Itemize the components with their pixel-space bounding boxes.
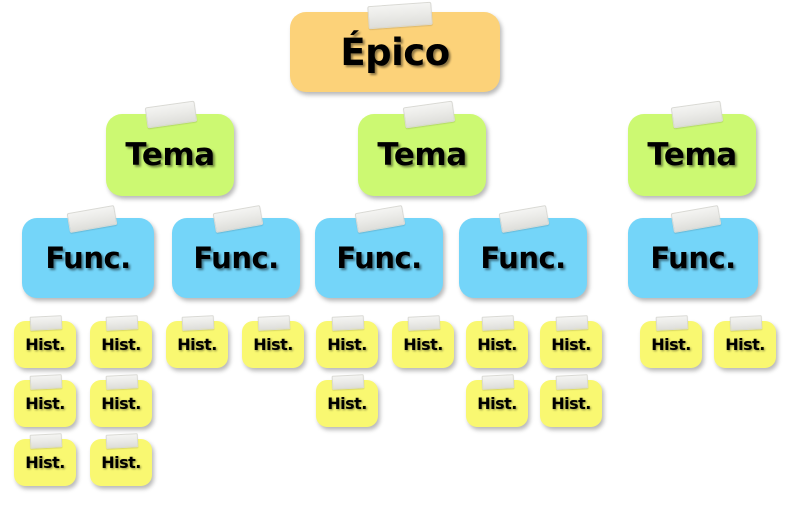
story-card[interactable]: Hist. (90, 321, 152, 368)
story-card[interactable]: Hist. (90, 380, 152, 427)
story-card[interactable]: Hist. (90, 439, 152, 486)
story-card-label: Hist. (101, 452, 141, 472)
story-card[interactable]: Hist. (14, 439, 76, 486)
feature-card-label: Func. (480, 240, 566, 275)
theme-card-label: Tema (377, 136, 467, 173)
epic-card[interactable]: Épico (290, 12, 500, 92)
story-card-label: Hist. (551, 334, 591, 354)
story-card[interactable]: Hist. (316, 380, 378, 427)
feature-card-label: Func. (193, 240, 279, 275)
feature-card-label: Func. (45, 240, 131, 275)
story-card-label: Hist. (25, 452, 65, 472)
story-card-label: Hist. (651, 334, 691, 354)
story-card-label: Hist. (725, 334, 765, 354)
story-card[interactable]: Hist. (640, 321, 702, 368)
story-card-label: Hist. (327, 334, 367, 354)
epic-card-label: Épico (340, 30, 450, 74)
story-card-label: Hist. (253, 334, 293, 354)
feature-card-label: Func. (650, 240, 736, 275)
story-card-label: Hist. (177, 334, 217, 354)
story-card[interactable]: Hist. (166, 321, 228, 368)
story-card[interactable]: Hist. (316, 321, 378, 368)
story-card-label: Hist. (25, 393, 65, 413)
story-card-label: Hist. (25, 334, 65, 354)
theme-card[interactable]: Tema (628, 114, 756, 196)
story-card-label: Hist. (101, 393, 141, 413)
story-card[interactable]: Hist. (540, 321, 602, 368)
theme-card-label: Tema (647, 136, 737, 173)
feature-card[interactable]: Func. (315, 218, 443, 298)
theme-card[interactable]: Tema (358, 114, 486, 196)
story-card[interactable]: Hist. (466, 321, 528, 368)
story-card-label: Hist. (477, 334, 517, 354)
feature-card[interactable]: Func. (172, 218, 300, 298)
story-card[interactable]: Hist. (714, 321, 776, 368)
theme-card-label: Tema (125, 136, 215, 173)
story-card[interactable]: Hist. (242, 321, 304, 368)
feature-card[interactable]: Func. (628, 218, 758, 298)
feature-card[interactable]: Func. (22, 218, 154, 298)
story-card-label: Hist. (477, 393, 517, 413)
story-card[interactable]: Hist. (540, 380, 602, 427)
theme-card[interactable]: Tema (106, 114, 234, 196)
story-card[interactable]: Hist. (466, 380, 528, 427)
feature-card[interactable]: Func. (459, 218, 587, 298)
story-card-label: Hist. (551, 393, 591, 413)
feature-card-label: Func. (336, 240, 422, 275)
story-card-label: Hist. (403, 334, 443, 354)
story-card-label: Hist. (327, 393, 367, 413)
story-card[interactable]: Hist. (392, 321, 454, 368)
story-card[interactable]: Hist. (14, 321, 76, 368)
story-card[interactable]: Hist. (14, 380, 76, 427)
story-card-label: Hist. (101, 334, 141, 354)
